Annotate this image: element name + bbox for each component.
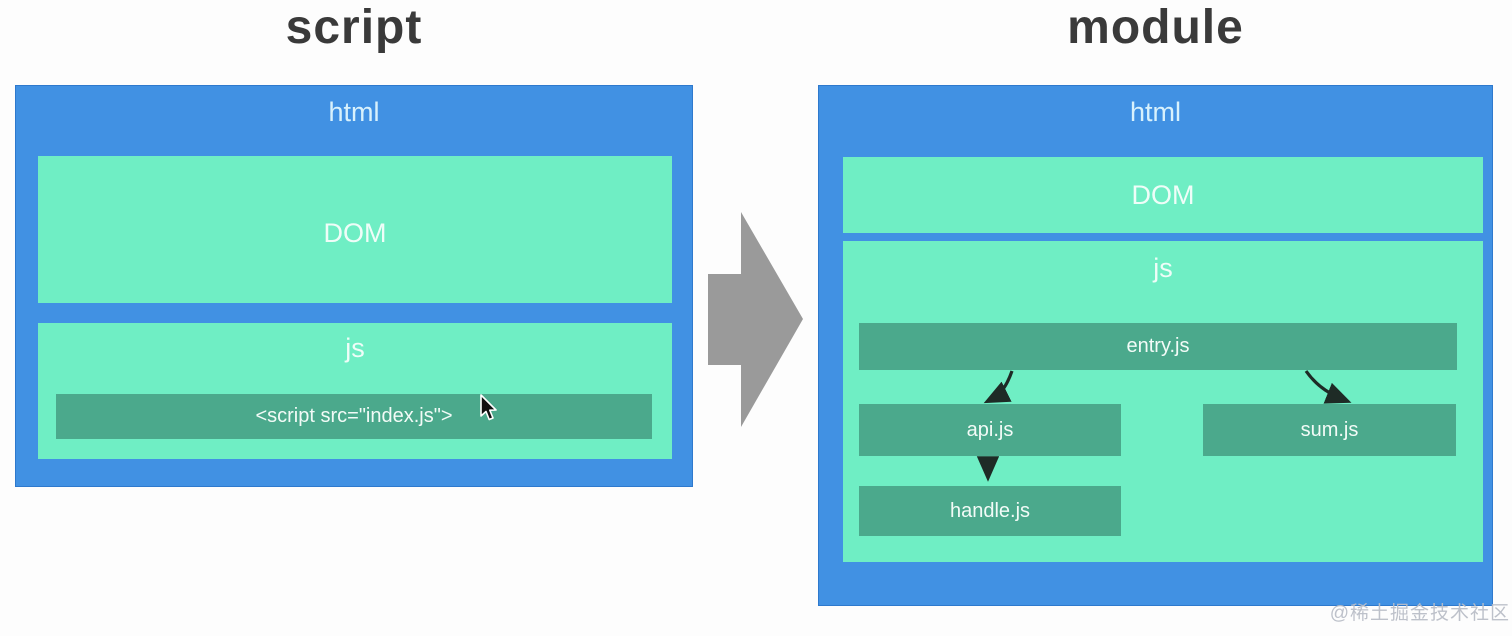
module-html-label: html	[1129, 97, 1181, 127]
sum-js-bar: sum.js	[1203, 404, 1456, 456]
cursor-icon	[480, 394, 497, 421]
module-title: module	[1067, 1, 1244, 54]
transition-arrow-icon	[708, 212, 803, 427]
script-js-label: js	[345, 333, 365, 363]
api-js-bar: api.js	[859, 404, 1121, 456]
entry-js-label: entry.js	[1126, 335, 1190, 357]
module-dom-box: DOM	[843, 157, 1483, 233]
script-dom-label: DOM	[323, 218, 387, 248]
entry-js-bar: entry.js	[859, 323, 1457, 370]
script-panel: html DOM js <script src="index.js">	[15, 85, 693, 487]
handle-js-bar: handle.js	[859, 486, 1121, 536]
module-dom-label: DOM	[1131, 180, 1195, 210]
api-js-label: api.js	[966, 418, 1014, 441]
script-dom-box: DOM	[38, 156, 672, 303]
module-panel: html DOM js entry.js api.js sum.js handl…	[818, 85, 1493, 606]
module-js-box: js entry.js api.js sum.js handle.js	[843, 241, 1483, 562]
module-js-label: js	[1153, 253, 1173, 283]
script-js-box: js <script src="index.js">	[38, 323, 672, 459]
sum-js-label: sum.js	[1300, 418, 1359, 441]
handle-js-label: handle.js	[949, 499, 1031, 522]
script-title: script	[285, 1, 423, 54]
script-tag-text: <script src="index.js">	[255, 405, 453, 427]
script-tag-bar: <script src="index.js">	[56, 394, 652, 439]
watermark: @稀土掘金技术社区	[1329, 603, 1510, 624]
script-html-label: html	[328, 97, 380, 127]
